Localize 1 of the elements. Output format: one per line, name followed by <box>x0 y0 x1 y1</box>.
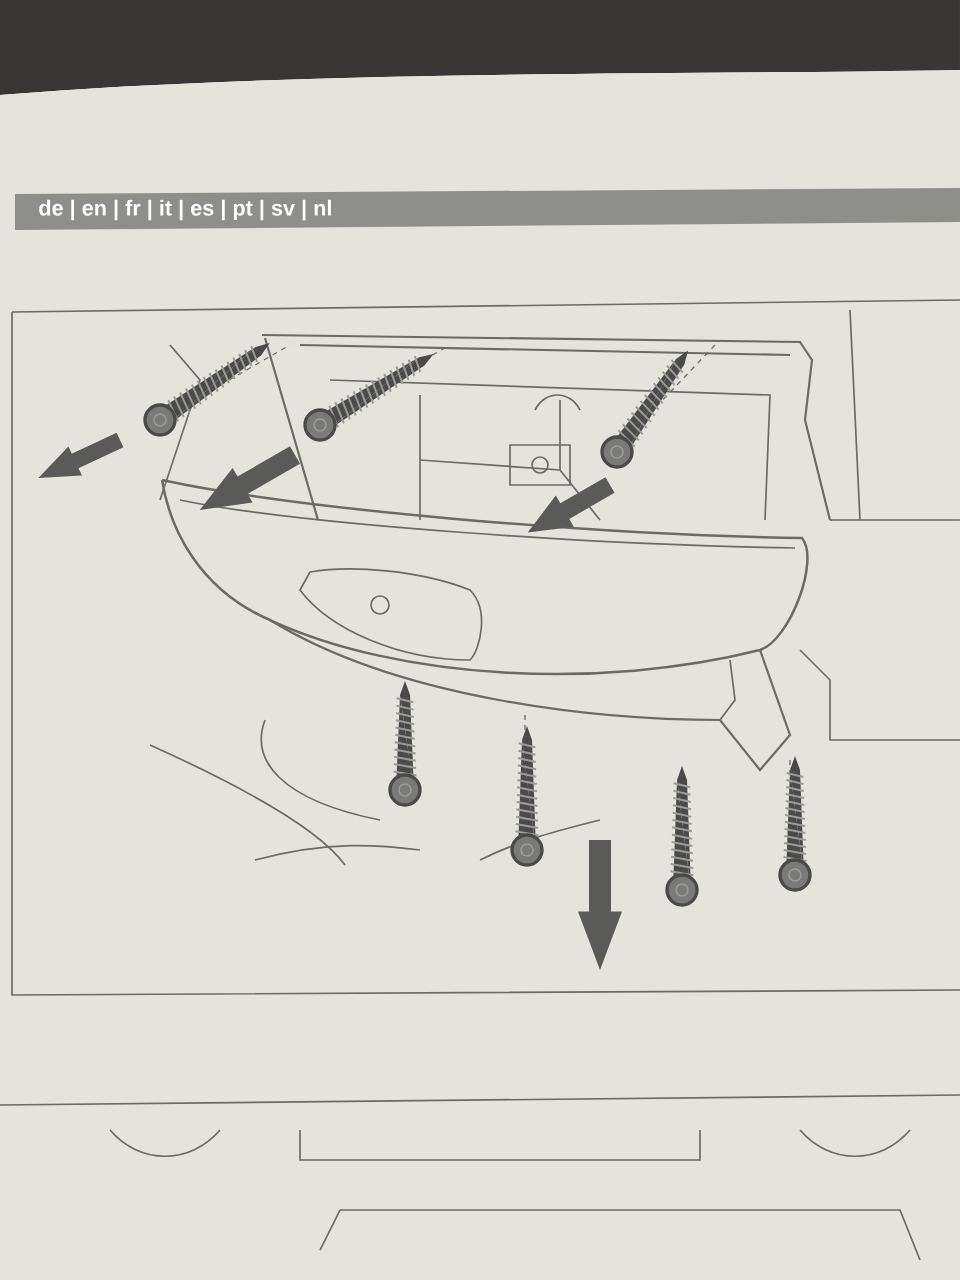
language-bar: de | en | fr | it | es | pt | sv | nl <box>15 188 960 230</box>
